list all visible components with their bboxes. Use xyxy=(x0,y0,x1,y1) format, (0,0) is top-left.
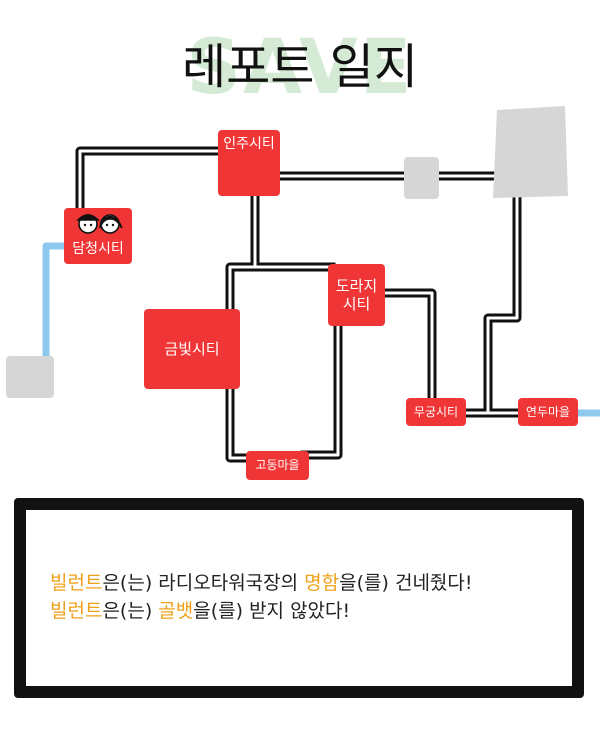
city-label: 무궁시티 xyxy=(413,404,459,419)
dialog-line-2: 빌런트은(는) 골뱃을(를) 받지 않았다! xyxy=(50,596,350,623)
message-dialog[interactable]: 빌런트은(는) 라디오타워국장의 명함을(를) 건네줬다! 빌런트은(는) 골뱃… xyxy=(14,498,584,698)
city-label: 도라지 시티 xyxy=(335,277,378,313)
dialog-text: 은(는) xyxy=(102,600,159,622)
npc-name: 빌런트 xyxy=(50,572,103,594)
city-mugungsiti[interactable]: 무궁시티 xyxy=(406,398,466,426)
city-label: 고동마을 xyxy=(255,458,300,473)
player-avatars-icon xyxy=(76,214,123,234)
unexplored-areas xyxy=(6,106,568,398)
dialog-text: 을(를) 건네줬다! xyxy=(339,572,473,594)
dialog-text: 을(를) 받지 않았다! xyxy=(193,600,351,622)
dialog-line-1: 빌런트은(는) 라디오타워국장의 명함을(를) 건네줬다! xyxy=(50,568,473,595)
dialog-text: 은(는) 라디오타워국장의 xyxy=(102,572,305,594)
city-damcheongsiti[interactable]: 담청시티 xyxy=(64,208,132,264)
city-godongmaeul[interactable]: 고동마을 xyxy=(246,451,309,480)
unexplored-area-west xyxy=(6,356,54,398)
city-dorajisiti[interactable]: 도라지 시티 xyxy=(328,264,385,326)
city-label: 담청시티 xyxy=(72,241,124,258)
water-route-west xyxy=(42,242,72,378)
city-geumbitsiti[interactable]: 금빛시티 xyxy=(144,309,240,389)
unexplored-area-middle xyxy=(404,157,439,199)
city-label: 연두마을 xyxy=(525,404,571,419)
unexplored-area-northeast xyxy=(493,106,568,198)
city-label: 인주시티 xyxy=(223,136,275,152)
item-name: 명함 xyxy=(304,572,340,594)
city-label: 금빛시티 xyxy=(164,340,220,358)
save-watermark: SAVE xyxy=(186,22,414,111)
city-injusiti[interactable]: 인주시티 xyxy=(218,130,280,196)
header: SAVE 레포트 일지 xyxy=(0,22,600,112)
item-name: 골뱃 xyxy=(158,600,194,622)
npc-name: 빌런트 xyxy=(50,600,103,622)
page-title: 레포트 일지 xyxy=(181,39,419,95)
city-yeondumaeul[interactable]: 연두마을 xyxy=(518,398,578,426)
